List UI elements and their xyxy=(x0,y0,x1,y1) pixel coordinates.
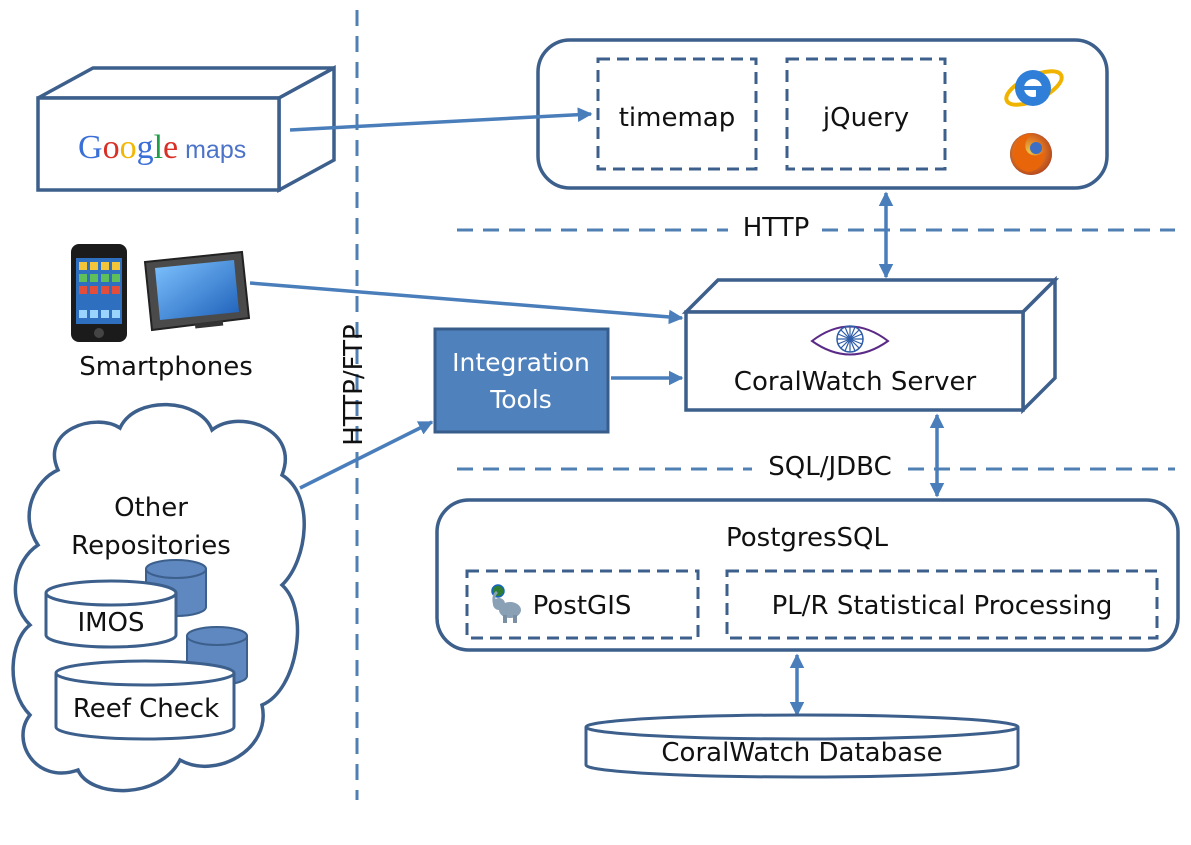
coralwatch-database-label: CoralWatch Database xyxy=(661,738,942,768)
coralwatch-server-label: CoralWatch Server xyxy=(734,367,977,397)
jquery-label: jQuery xyxy=(822,103,909,133)
plr-box xyxy=(725,569,1159,640)
plr-label: PL/R Statistical Processing xyxy=(772,591,1113,621)
postgis-label: PostGIS xyxy=(533,591,632,621)
postgis-elephant-icon xyxy=(491,584,521,623)
timemap-box xyxy=(596,57,758,171)
postgressql-label: PostgresSQL xyxy=(726,523,889,553)
imos-label: IMOS xyxy=(77,608,144,638)
reef-check-cylinder xyxy=(54,659,236,741)
tablet-pc-icon xyxy=(143,250,251,332)
imos-cylinder xyxy=(44,579,178,649)
arrow-smartphones-to-server xyxy=(249,281,684,325)
arrow-repositories-to-integration xyxy=(299,420,434,490)
arrow-googlemaps-to-timemap xyxy=(289,107,593,132)
other-repositories-label-line1: Other xyxy=(114,493,188,523)
internet-explorer-icon xyxy=(1004,69,1064,107)
timemap-label: timemap xyxy=(619,103,736,133)
other-repositories-label-line2: Repositories xyxy=(71,531,231,561)
firefox-icon xyxy=(1010,133,1052,175)
smartphones-label: Smartphones xyxy=(79,352,253,382)
integration-tools-label-line2: Tools xyxy=(489,385,552,414)
postgis-box xyxy=(465,569,700,640)
http-ftp-label: HTTP/FTP xyxy=(339,324,369,445)
jquery-box xyxy=(785,57,947,171)
integration-tools-label-line1: Integration xyxy=(452,348,590,377)
postgressql-panel xyxy=(435,498,1180,652)
coralwatch-database-cylinder xyxy=(584,713,1020,779)
integration-tools-box xyxy=(433,327,610,434)
coralwatch-eye-logo-icon xyxy=(810,325,890,356)
coralwatch-server-box xyxy=(681,275,1060,415)
browser-client-panel xyxy=(536,38,1109,190)
reef-check-label: Reef Check xyxy=(73,694,219,724)
sql-jdbc-label: SQL/JDBC xyxy=(768,452,891,482)
iphone-icon xyxy=(71,244,127,342)
http-label: HTTP xyxy=(743,213,810,243)
